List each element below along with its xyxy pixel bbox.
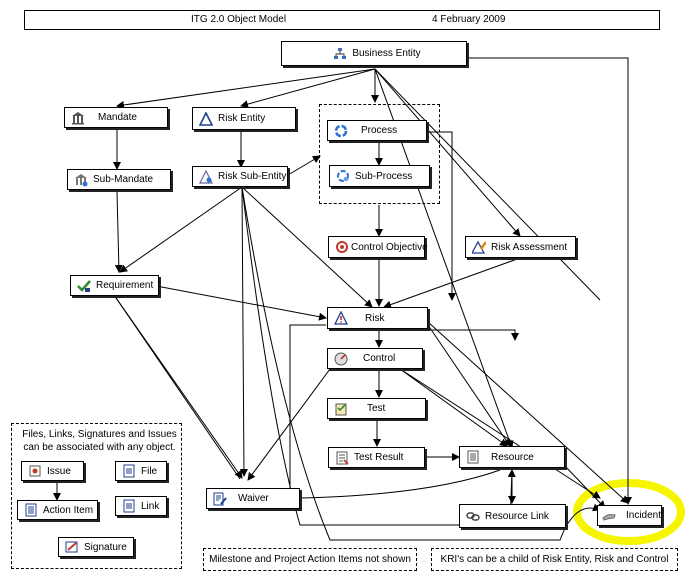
legend-label: File <box>141 465 158 477</box>
pen-icon <box>65 540 79 554</box>
node-label: Control Objective <box>351 241 428 253</box>
node-business-entity[interactable]: Business Entity <box>281 41 467 66</box>
node-label: Business Entity <box>352 48 421 59</box>
cycle-icon <box>334 124 348 138</box>
node-risk-sub-entity[interactable]: Risk Sub-Entity <box>192 166 288 187</box>
handshake-icon <box>602 509 616 523</box>
node-label: Process <box>361 125 398 136</box>
process-group <box>319 104 440 204</box>
checklist-result-icon <box>335 451 349 465</box>
node-label: Sub-Process <box>355 170 413 182</box>
note-kri: KRI's can be a child of Risk Entity, Ris… <box>431 548 678 571</box>
node-label: Incident <box>626 510 662 521</box>
chain-icon <box>466 509 480 523</box>
node-process[interactable]: Process <box>327 120 427 141</box>
document-pen-icon <box>213 492 227 506</box>
legend-label: Link <box>141 500 160 512</box>
node-label: Resource <box>491 451 534 463</box>
node-label: Test Result <box>354 452 404 463</box>
target-icon <box>335 240 349 254</box>
building-small-icon <box>74 173 88 187</box>
legend-label: Signature <box>84 541 127 553</box>
note-kri-text: KRI's can be a child of Risk Entity, Ris… <box>440 554 669 565</box>
diagram-title: ITG 2.0 Object Model <box>191 14 287 25</box>
node-mandate[interactable]: Mandate <box>64 107 168 128</box>
node-label: Test <box>367 403 386 414</box>
node-label: Risk Assessment <box>491 241 568 253</box>
node-control-objective[interactable]: Control Objective <box>328 236 428 258</box>
legend-link[interactable]: Link <box>115 496 167 516</box>
cycle-small-icon <box>336 169 350 183</box>
link-icon <box>122 499 136 513</box>
checklist-icon <box>334 402 348 416</box>
legend-file[interactable]: File <box>115 461 167 481</box>
node-label: Control <box>363 353 396 364</box>
building-icon <box>71 111 85 125</box>
list-icon <box>24 503 38 517</box>
check-icon <box>77 279 91 293</box>
title-bar: ITG 2.0 Object Model 4 February 2009 <box>24 10 660 30</box>
node-requirement[interactable]: Requirement <box>70 275 159 296</box>
legend-box <box>11 423 182 569</box>
node-control[interactable]: Control <box>327 348 423 369</box>
incident-highlight <box>573 479 685 545</box>
diagram-date: 4 February 2009 <box>432 14 506 25</box>
node-label: Resource Link <box>485 510 549 522</box>
node-waiver[interactable]: Waiver <box>206 488 300 509</box>
node-label: Risk <box>365 312 385 324</box>
gauge-icon <box>334 352 348 366</box>
legend-text: Files, Links, Signatures and Issues can … <box>22 429 177 453</box>
warning-icon <box>334 311 348 325</box>
node-resource[interactable]: Resource <box>459 446 565 468</box>
triangle-small-icon <box>199 169 213 184</box>
node-test[interactable]: Test <box>327 398 426 419</box>
node-sub-process[interactable]: Sub-Process <box>329 165 430 187</box>
node-risk-assessment[interactable]: Risk Assessment <box>465 236 576 258</box>
node-risk-entity[interactable]: Risk Entity <box>192 107 296 130</box>
org-chart-icon <box>333 47 347 61</box>
note-milestone-text: Milestone and Project Action Items not s… <box>209 554 411 565</box>
node-resource-link[interactable]: Resource Link <box>459 504 566 528</box>
node-incident[interactable]: Incident <box>597 505 662 526</box>
legend-label: Issue <box>47 465 71 477</box>
node-label: Mandate <box>98 112 137 123</box>
legend-label: Action Item <box>43 504 94 516</box>
note-milestone: Milestone and Project Action Items not s… <box>203 548 417 571</box>
node-label: Requirement <box>96 280 154 291</box>
flag-icon <box>28 464 42 478</box>
node-risk[interactable]: Risk <box>327 307 428 329</box>
triangle-pen-icon <box>472 240 486 254</box>
legend-action-item[interactable]: Action Item <box>17 500 98 520</box>
node-sub-mandate[interactable]: Sub-Mandate <box>67 169 171 190</box>
node-test-result[interactable]: Test Result <box>328 447 425 468</box>
node-label: Risk Sub-Entity <box>218 171 287 182</box>
file-icon <box>122 464 136 478</box>
node-label: Sub-Mandate <box>93 174 154 185</box>
node-label: Waiver <box>238 493 269 504</box>
legend-signature[interactable]: Signature <box>58 537 134 557</box>
triangle-icon <box>199 111 213 126</box>
node-label: Risk Entity <box>218 113 266 124</box>
document-icon <box>466 450 480 464</box>
legend-issue[interactable]: Issue <box>21 461 84 481</box>
